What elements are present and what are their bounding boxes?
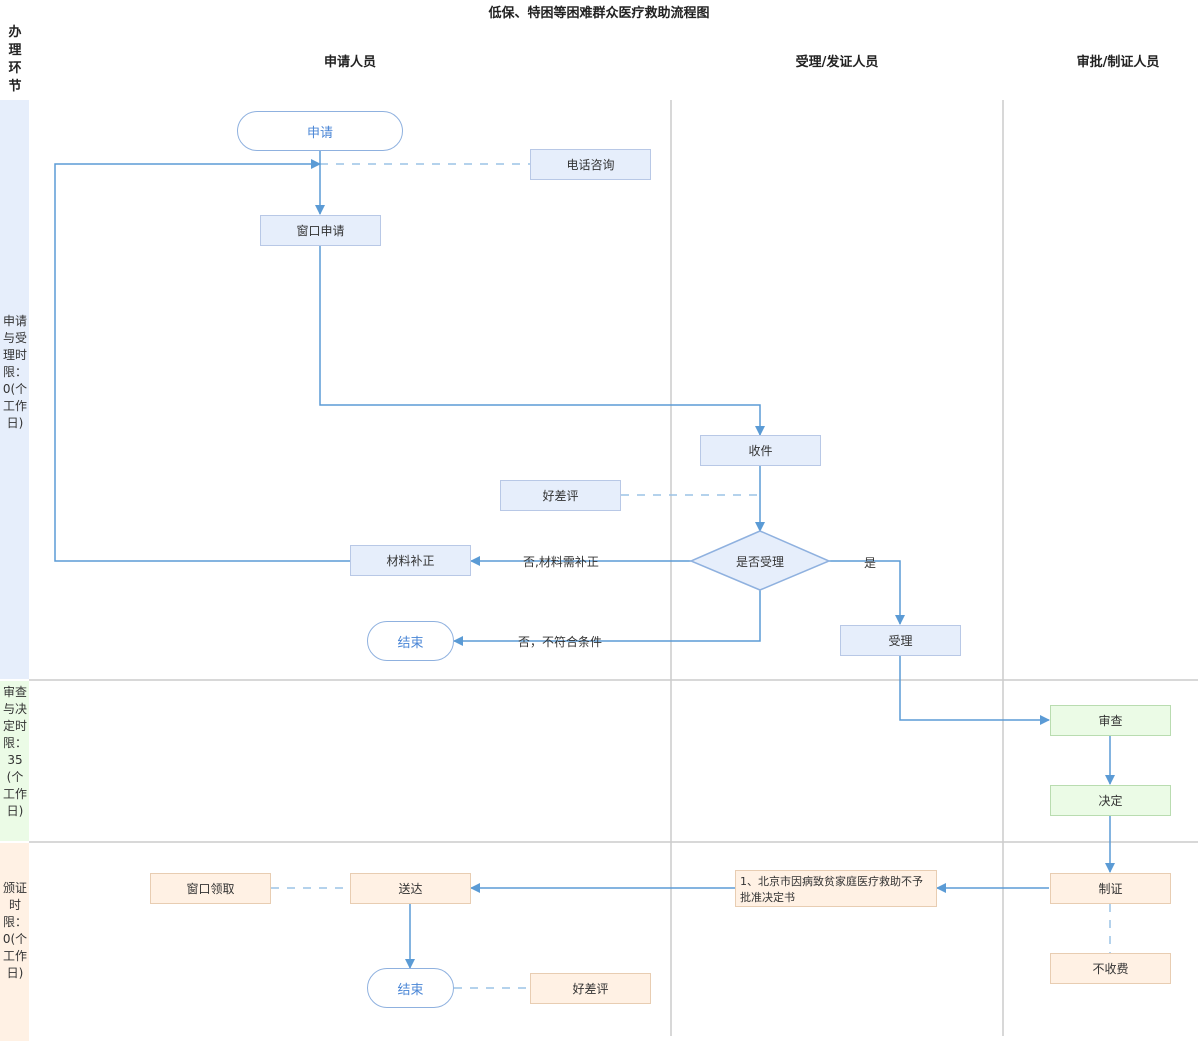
lane-header-applicant: 申请人员 <box>323 55 376 70</box>
band-apply-label: 申请与受理时限：0(个工作日) <box>2 314 28 430</box>
decision-diamond <box>689 530 831 591</box>
node-decision: 决定 <box>1050 785 1171 816</box>
band-review-label: 审查与决定时限：35(个工作日) <box>2 685 27 818</box>
edge-window-receive <box>319 246 765 436</box>
node-window-pickup: 窗口领取 <box>150 873 271 904</box>
node-end-2: 结束 <box>367 968 454 1008</box>
node-end-1: 结束 <box>367 621 454 661</box>
stage-column-header: 办理环节 <box>8 25 22 94</box>
node-certify: 制证 <box>1050 873 1171 904</box>
node-deliver: 送达 <box>350 873 471 904</box>
node-no-fee: 不收费 <box>1050 953 1171 984</box>
lane-header-acceptor: 受理/发证人员 <box>795 55 879 70</box>
diagram-title: 低保、特困等困难群众医疗救助流程图 <box>488 6 710 21</box>
lane-header-approver: 审批/制证人员 <box>1076 55 1160 70</box>
node-accept: 受理 <box>840 625 961 656</box>
band-review <box>0 681 29 841</box>
node-receive: 收件 <box>700 435 821 466</box>
node-notice: 1、北京市因病致贫家庭医疗救助不予批准决定书 <box>735 870 937 907</box>
edge-accept-examine <box>899 656 1050 725</box>
edge-label-yes: 是 <box>864 556 877 570</box>
band-issue-label: 颁证时限：0(个工作日) <box>2 881 28 980</box>
edge-supplement-loop <box>54 159 350 562</box>
edge-decide-end <box>453 590 761 646</box>
node-phone-consult: 电话咨询 <box>530 149 651 180</box>
node-decide-label: 是否受理 <box>735 554 784 569</box>
node-window-apply: 窗口申请 <box>260 215 381 246</box>
edge-label-no-supplement: 否,材料需补正 <box>523 555 599 569</box>
band-apply <box>0 100 29 679</box>
edge-label-no-unqualified: 否，不符合条件 <box>518 635 603 649</box>
band-issue <box>0 843 29 1041</box>
edge-decide-accept <box>829 560 905 625</box>
node-start: 申请 <box>237 111 403 151</box>
node-review-1: 好差评 <box>500 480 621 511</box>
node-examine: 审查 <box>1050 705 1171 736</box>
node-supplement: 材料补正 <box>350 545 471 576</box>
node-review-2: 好差评 <box>530 973 651 1004</box>
